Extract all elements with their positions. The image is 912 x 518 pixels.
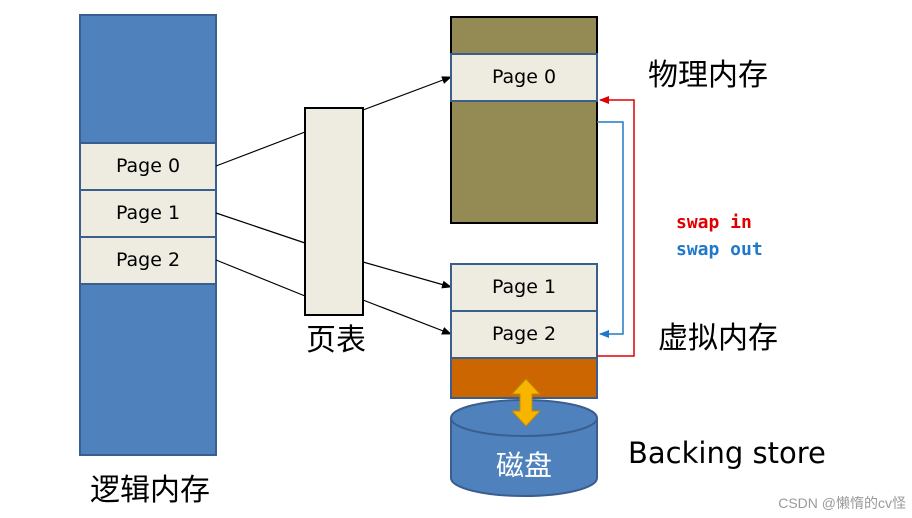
physical-memory-block [450, 16, 598, 224]
page-table-box [304, 107, 364, 316]
page-table-label: 页表 [306, 323, 366, 358]
logical-page-0-label: Page 0 [116, 155, 180, 177]
backing-store-label: Backing store [628, 436, 826, 470]
disk-body [450, 418, 598, 497]
physical-memory: Page 0 物理内存 [450, 16, 768, 224]
watermark: CSDN @懒惰的cv怪 [778, 495, 906, 511]
swap-in-arrow [597, 96, 635, 357]
logical-page-1-label: Page 1 [116, 202, 180, 224]
virtual-memory-label: 虚拟内存 [658, 321, 778, 356]
disk-label: 磁盘 [496, 449, 552, 482]
physical-page-0-label: Page 0 [492, 66, 556, 88]
map-line-page2-in [215, 259, 306, 297]
transfer-arrow [510, 378, 542, 427]
virtual-page-1: Page 1 [450, 263, 598, 312]
virtual-page-1-label: Page 1 [492, 276, 556, 298]
disk: 磁盘 Backing store [450, 399, 826, 497]
physical-memory-label: 物理内存 [648, 58, 768, 93]
map-arrow-page1-out [362, 261, 452, 289]
logical-page-2: Page 2 [79, 236, 217, 285]
map-arrow-page0-out [362, 76, 452, 111]
page-table: 页表 [304, 107, 366, 358]
swap-out-label: swap out [676, 239, 763, 260]
swap-in-label: swap in [676, 212, 752, 233]
logical-page-0: Page 0 [79, 142, 217, 191]
physical-page-0: Page 0 [450, 53, 598, 102]
swap-out-arrow [597, 121, 624, 338]
logical-memory: Page 0 Page 1 Page 2 逻辑内存 [79, 14, 217, 508]
map-arrow-page2-out [362, 299, 452, 335]
logical-page-2-label: Page 2 [116, 249, 180, 271]
map-line-page0-in [215, 131, 306, 167]
virtual-memory: Page 1 Page 2 虚拟内存 [450, 263, 778, 399]
virtual-page-2-label: Page 2 [492, 323, 556, 345]
logical-memory-label: 逻辑内存 [90, 473, 210, 508]
mapping-lines [215, 76, 452, 335]
virtual-page-2: Page 2 [450, 310, 598, 359]
map-line-page1-in [215, 212, 306, 244]
logical-page-1: Page 1 [79, 189, 217, 238]
